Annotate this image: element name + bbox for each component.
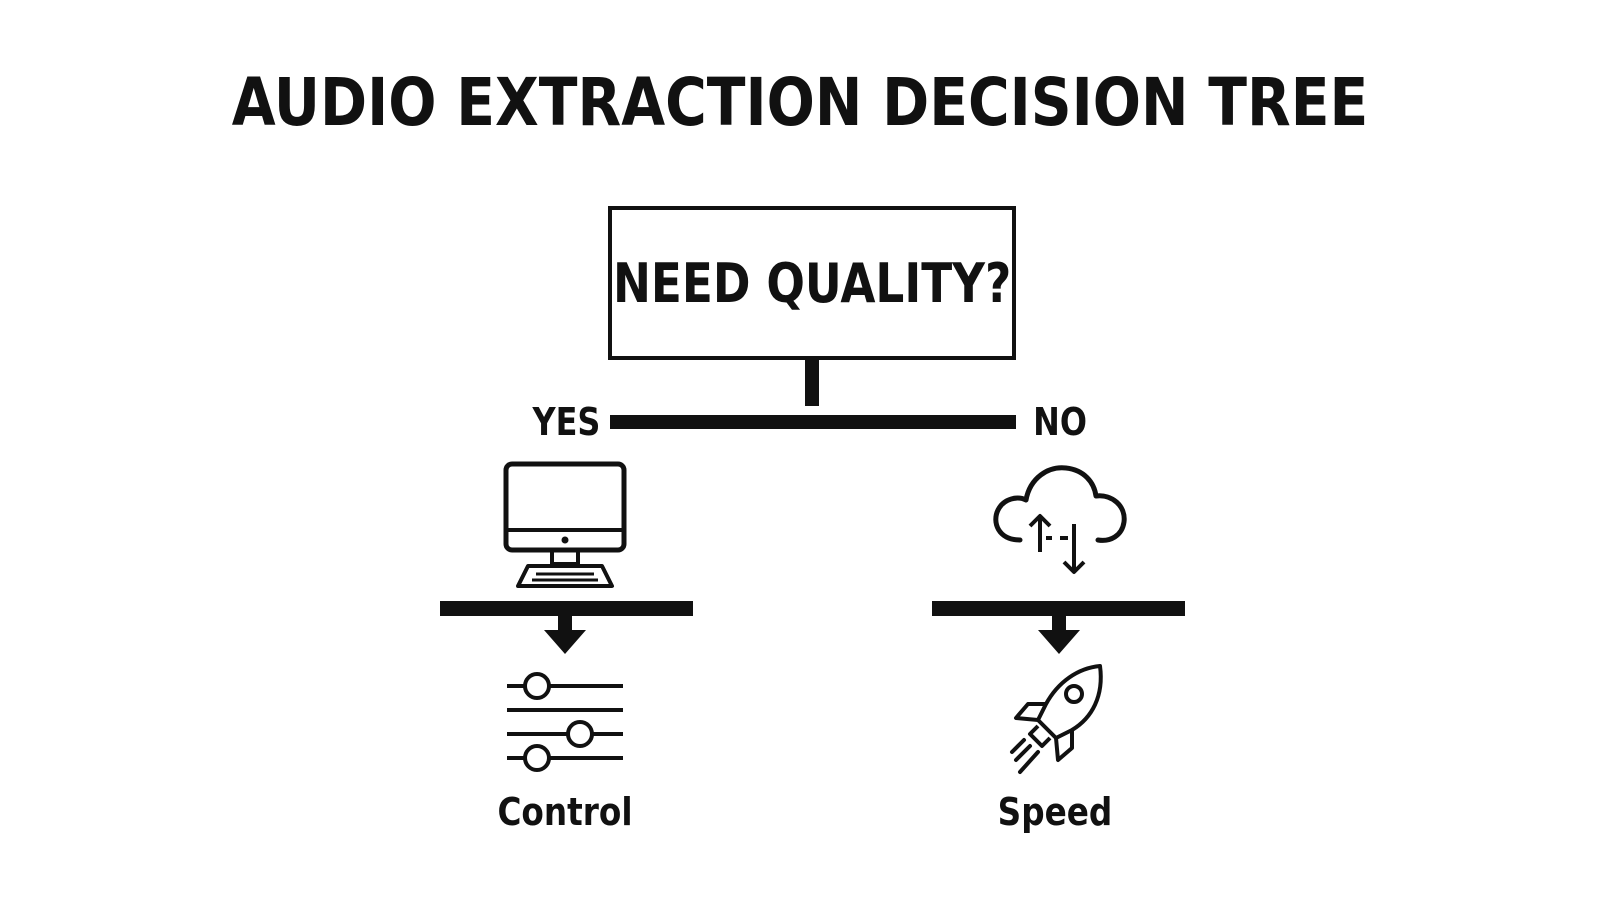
root-connector: [805, 360, 819, 406]
no-branch-bar: [932, 601, 1185, 616]
yes-label: YES: [532, 400, 601, 444]
question-node: NEED QUALITY?: [608, 206, 1016, 360]
yes-branch-bar: [440, 601, 693, 616]
rocket-icon: [1010, 664, 1103, 774]
no-outcome-label: Speed: [997, 790, 1113, 834]
yes-arrow-shaft: [558, 616, 572, 630]
no-arrow-shaft: [1052, 616, 1066, 630]
no-arrow-head: [1038, 630, 1080, 654]
question-text: NEED QUALITY?: [612, 251, 1012, 315]
cloud-upload-download-icon: [993, 465, 1127, 574]
sliders-icon: [507, 672, 623, 772]
yes-outcome-label: Control: [497, 790, 633, 834]
diagram-title: AUDIO EXTRACTION DECISION TREE: [231, 64, 1369, 141]
split-bar: [610, 415, 1016, 429]
desktop-computer-icon: [503, 461, 627, 588]
no-label: NO: [1033, 400, 1087, 444]
yes-arrow-head: [544, 630, 586, 654]
